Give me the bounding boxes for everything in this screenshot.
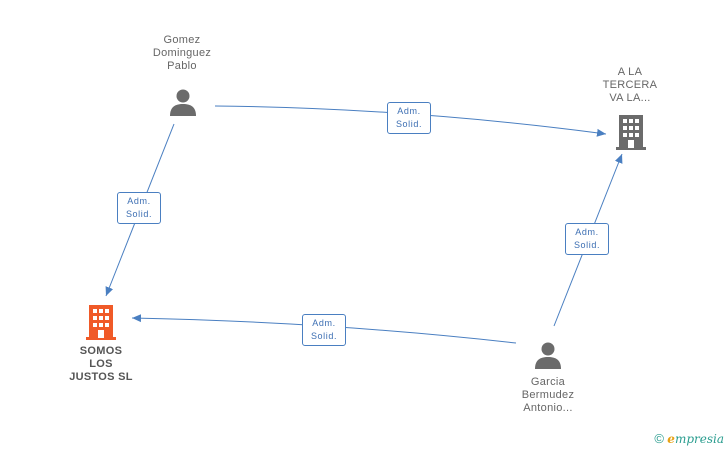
node-garcia-line-2: Bermudez — [521, 389, 575, 401]
building-icon[interactable] — [616, 114, 646, 150]
node-gomez-line-2: Dominguez — [152, 47, 212, 59]
edge-label-gomez-somos[interactable]: Adm. Solid. — [117, 192, 161, 224]
edge-label-line-2: Solid. — [310, 331, 338, 341]
node-garcia-line-3: Antonio... — [523, 402, 573, 414]
building-icon[interactable] — [86, 304, 116, 340]
node-garcia-line-1: Garcia — [530, 376, 566, 388]
node-gomez-label[interactable]: Gomez Dominguez Pablo — [136, 34, 228, 73]
edge-label-line-1: Adm. — [127, 196, 151, 206]
node-garcia-label[interactable]: Garcia Bermudez Antonio... — [502, 376, 594, 415]
node-tercera-line-2: TERCERA — [602, 79, 658, 91]
edge-label-line-2: Solid. — [395, 119, 423, 129]
edge-label-line-1: Adm. — [312, 318, 336, 328]
edge-label-line-2: Solid. — [573, 240, 601, 250]
person-icon[interactable] — [169, 88, 197, 116]
brand-initial: e — [667, 432, 675, 446]
empresia-watermark: © empresia — [654, 431, 724, 446]
copyright-symbol: © — [654, 431, 664, 446]
node-tercera-label[interactable]: A LA TERCERA VA LA... — [588, 66, 672, 105]
node-somos-line-2: LOS — [89, 358, 113, 370]
node-somos-line-1: SOMOS — [79, 345, 123, 357]
edge-label-garcia-tercera[interactable]: Adm. Solid. — [565, 223, 609, 255]
node-somos-label[interactable]: SOMOS LOS JUSTOS SL — [56, 345, 146, 384]
node-gomez-line-1: Gomez — [163, 34, 201, 46]
edge-label-gomez-tercera[interactable]: Adm. Solid. — [387, 102, 431, 134]
person-icon[interactable] — [534, 341, 562, 369]
edge-label-line-1: Adm. — [575, 227, 599, 237]
edge-label-garcia-somos[interactable]: Adm. Solid. — [302, 314, 346, 346]
edge-label-line-2: Solid. — [125, 209, 153, 219]
edge-label-line-1: Adm. — [397, 106, 421, 116]
brand-name: mpresia — [674, 432, 724, 446]
node-somos-line-3: JUSTOS SL — [69, 371, 133, 383]
node-tercera-line-1: A LA — [617, 66, 643, 78]
node-gomez-line-3: Pablo — [167, 60, 197, 72]
node-tercera-line-3: VA LA... — [609, 92, 651, 104]
